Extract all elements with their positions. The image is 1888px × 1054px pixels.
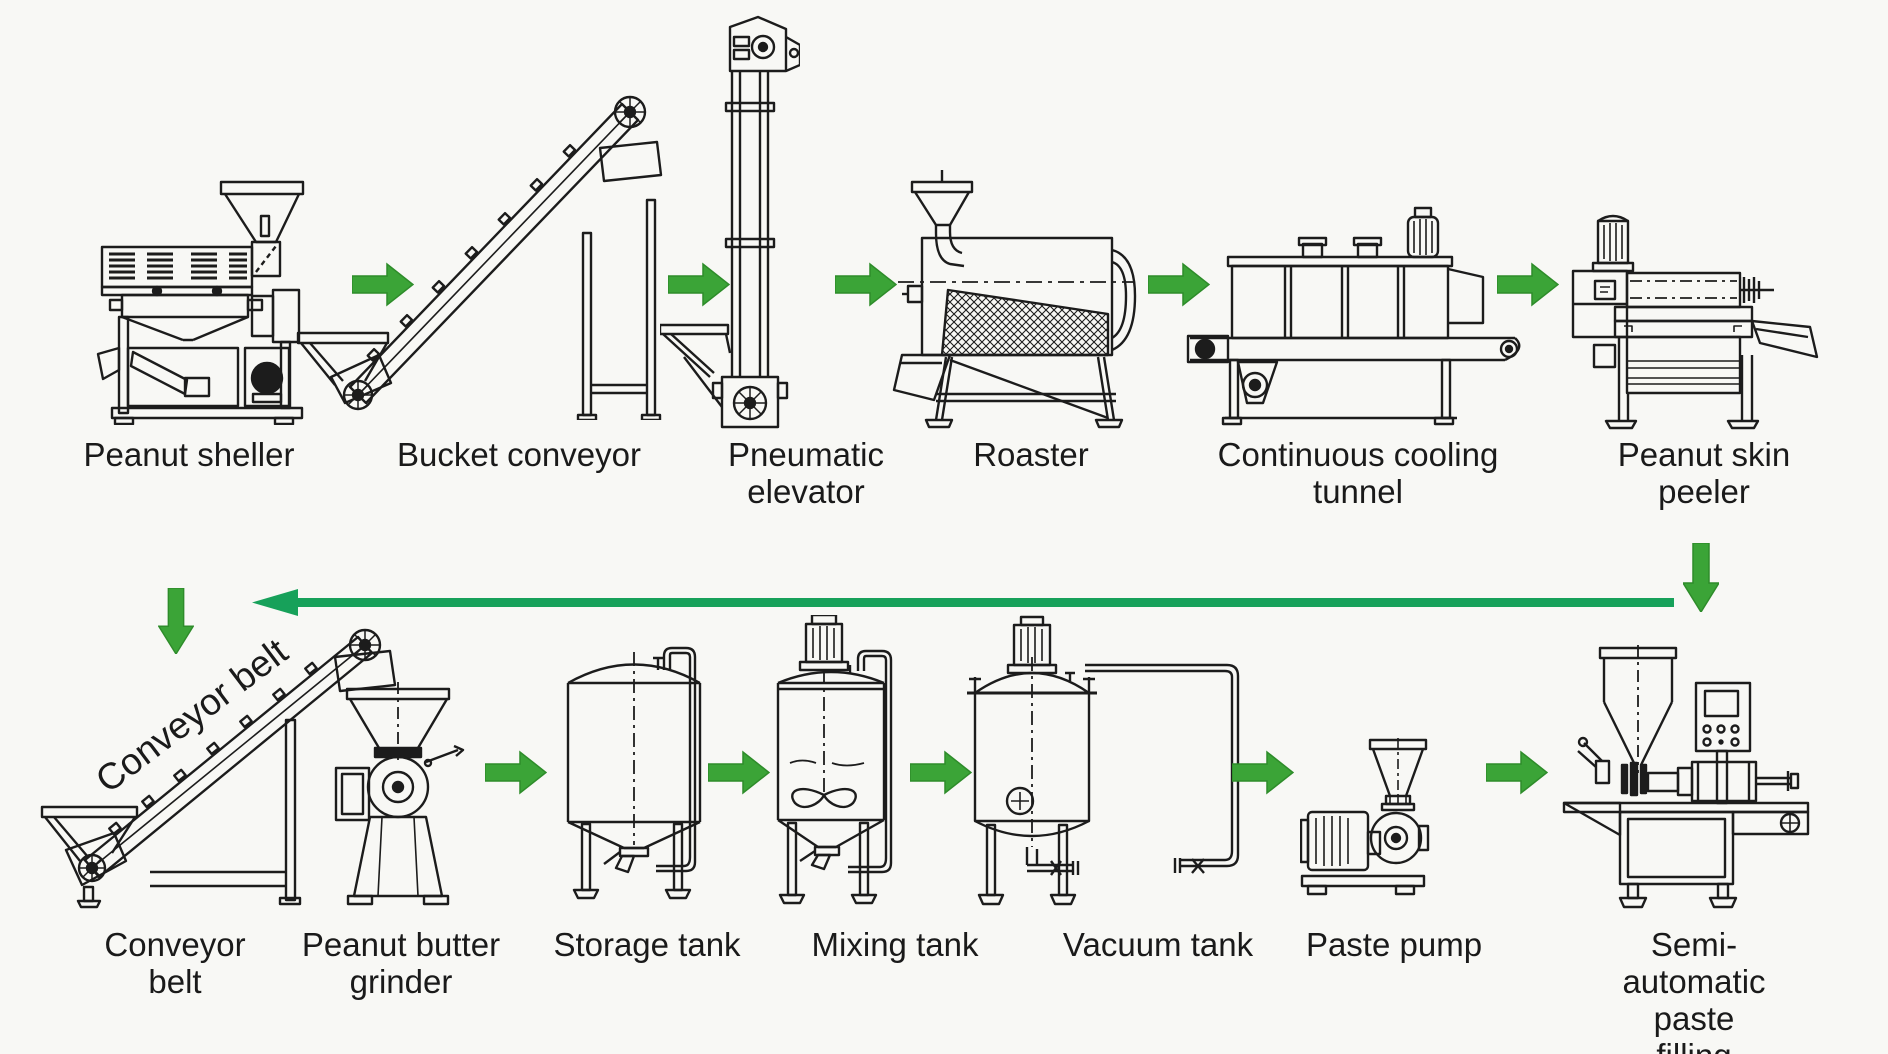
paste-pump: [1300, 738, 1430, 905]
peanut-butter-grinder-drawing: [334, 682, 465, 906]
peanut-butter-grinder: [330, 680, 465, 906]
machine-label: Vacuum tank: [1062, 926, 1254, 963]
flow-right-arrow-icon: [835, 262, 897, 307]
mixing-tank-drawing: [776, 615, 893, 905]
machine-label: Conveyor belt: [104, 926, 246, 1000]
machine-label: Peanut sheller: [83, 436, 295, 473]
flow-right-arrow-icon: [1148, 262, 1210, 307]
machine-label: Semi-automatic paste filling machine: [1622, 926, 1766, 1054]
storage-tank-drawing: [566, 646, 702, 900]
machine-label: Pneumatic elevator: [728, 436, 884, 510]
flow-right-arrow-icon: [668, 262, 730, 307]
storage-tank: [560, 640, 705, 905]
continuous-cooling-tunnel-drawing: [1186, 206, 1521, 426]
pneumatic-elevator: [660, 15, 800, 430]
peanut-sheller-drawing: [96, 180, 305, 425]
machine-label: Continuous cooling tunnel: [1217, 436, 1499, 510]
flow-right-arrow-icon: [910, 750, 972, 795]
flow-down-arrow-icon: [158, 588, 194, 654]
roaster: [890, 170, 1138, 430]
machine-label: Storage tank: [553, 926, 741, 963]
machine-label: Peanut skin peeler: [1617, 436, 1791, 510]
return-flow-line: [296, 598, 1674, 607]
bucket-conveyor: [295, 85, 705, 420]
vacuum-tank: [965, 615, 1260, 907]
bucket-conveyor-drawing: [296, 95, 663, 420]
flow-right-arrow-icon: [1497, 262, 1559, 307]
conveyor-belt: [30, 595, 405, 910]
peanut-skin-peeler: [1570, 205, 1820, 430]
roaster-drawing: [892, 170, 1137, 429]
flow-down-arrow-icon: [1683, 543, 1719, 612]
pneumatic-elevator-drawing: [660, 15, 800, 429]
machine-label: Paste pump: [1305, 926, 1483, 963]
semi-automatic-paste-filling-machine: [1550, 645, 1820, 910]
machine-label: Bucket conveyor: [397, 436, 641, 473]
flow-right-arrow-icon: [1486, 750, 1548, 795]
peanut-sheller: [95, 180, 305, 425]
flow-right-arrow-icon: [708, 750, 770, 795]
machine-label: Roaster: [973, 436, 1089, 473]
paste-pump-drawing: [1300, 738, 1430, 896]
peanut-skin-peeler-drawing: [1571, 214, 1819, 430]
machine-label: Mixing tank: [811, 926, 979, 963]
mixing-tank: [770, 615, 905, 907]
machine-label: Peanut butter grinder: [301, 926, 501, 1000]
semi-automatic-paste-filling-machine-drawing: [1562, 645, 1810, 909]
flow-left-arrowhead-icon: [252, 589, 298, 616]
flow-right-arrow-icon: [1232, 750, 1294, 795]
vacuum-tank-drawing: [967, 615, 1240, 906]
flow-right-arrow-icon: [485, 750, 547, 795]
continuous-cooling-tunnel: [1185, 205, 1530, 427]
flow-right-arrow-icon: [352, 262, 414, 307]
conveyor-belt-drawing: [40, 628, 397, 909]
